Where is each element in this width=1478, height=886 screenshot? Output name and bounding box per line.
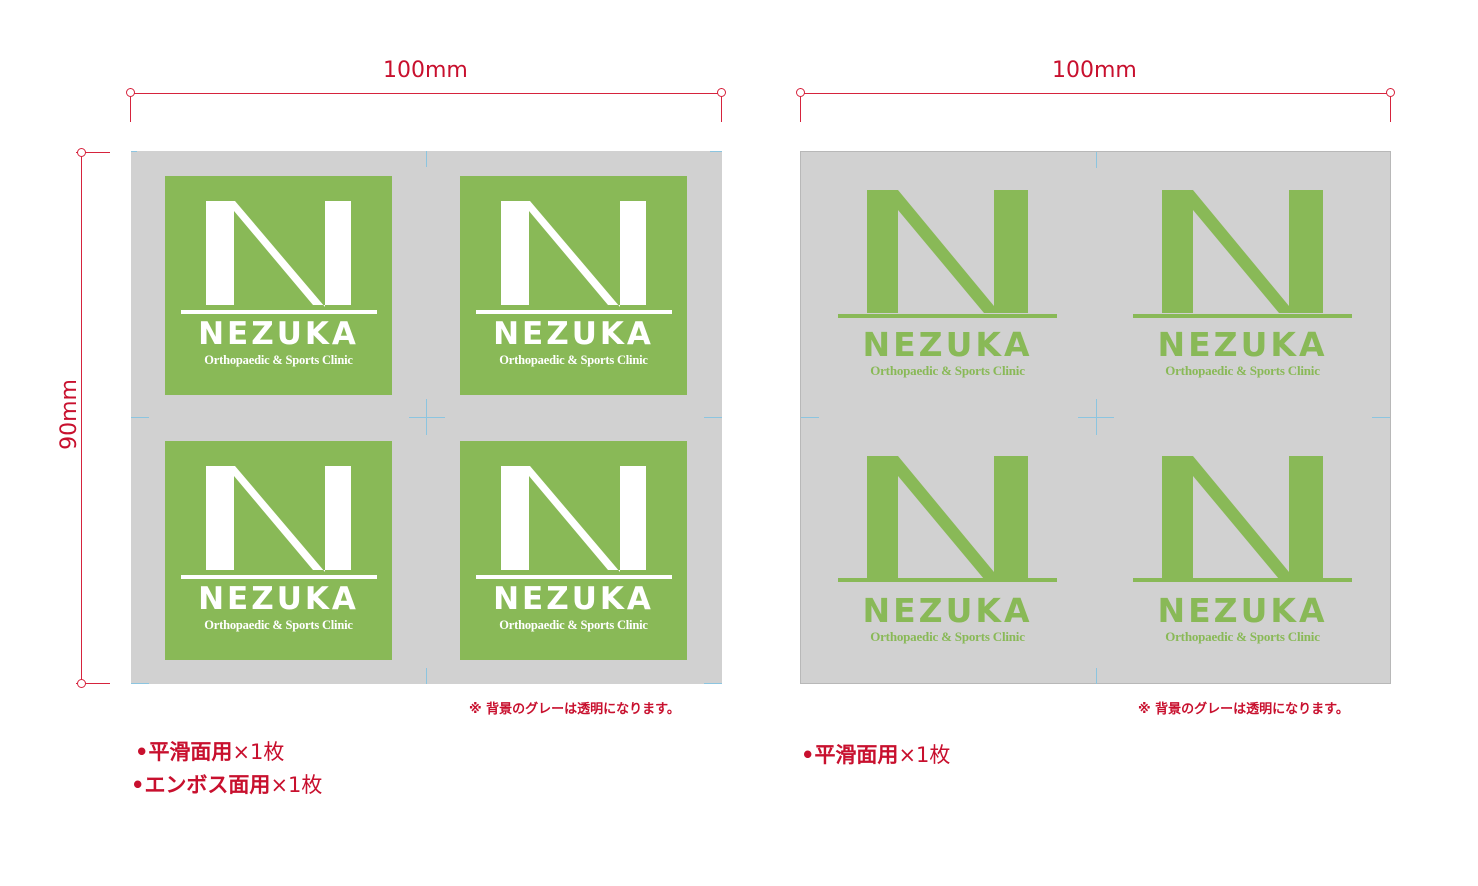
crop-mark [131, 151, 137, 152]
transparency-note: ※ 背景のグレーは透明になります。 [1138, 702, 1349, 717]
center-crop-mark [1096, 399, 1097, 435]
height-dimension-tick-bottom [76, 683, 110, 684]
crop-mark [426, 668, 427, 684]
crop-mark [801, 417, 819, 418]
dimension-endpoint-marker [796, 88, 805, 97]
width-dimension-label: 100mm [383, 58, 468, 83]
crop-mark [704, 683, 722, 684]
brand-subtitle: Orthopaedic & Sports Clinic [870, 629, 1025, 644]
center-crop-mark [426, 399, 427, 435]
height-dimension-tick-top [76, 152, 110, 153]
height-dimension-label: 90mm [56, 379, 82, 450]
width-dimension-line [800, 93, 1391, 94]
n-monogram-icon [838, 190, 1057, 318]
logo-sticker-plain: NEZUKA Orthopaedic & Sports Clinic [834, 166, 1061, 385]
n-monogram-icon [1133, 456, 1352, 582]
brand-subtitle: Orthopaedic & Sports Clinic [870, 363, 1025, 378]
brand-name: NEZUKA [493, 581, 654, 617]
crop-mark [1096, 152, 1097, 168]
logo-sticker-filled: NEZUKA Orthopaedic & Sports Clinic [165, 176, 392, 395]
n-monogram-icon [1133, 190, 1352, 318]
width-dimension-tick-right [721, 88, 722, 122]
logo-sticker-filled: NEZUKA Orthopaedic & Sports Clinic [460, 441, 687, 660]
brand-subtitle: Orthopaedic & Sports Clinic [1165, 363, 1320, 378]
spec-name: エンボス面用 [144, 773, 271, 797]
brand-subtitle: Orthopaedic & Sports Clinic [499, 618, 648, 632]
brand-name: NEZUKA [1157, 591, 1328, 630]
logo-sticker-plain: NEZUKA Orthopaedic & Sports Clinic [834, 432, 1061, 651]
n-monogram-icon [476, 201, 672, 314]
spec-quantity: ×1枚 [232, 740, 285, 764]
brand-subtitle: Orthopaedic & Sports Clinic [204, 618, 353, 632]
crop-mark [131, 417, 149, 418]
brand-name: NEZUKA [198, 316, 359, 352]
dimension-endpoint-marker [126, 88, 135, 97]
brand-name: NEZUKA [1157, 325, 1328, 364]
brand-subtitle: Orthopaedic & Sports Clinic [499, 353, 648, 367]
logo-sticker-plain: NEZUKA Orthopaedic & Sports Clinic [1129, 166, 1356, 385]
spec-quantity: ×1枚 [898, 743, 951, 767]
spec-name: 平滑面用 [814, 743, 899, 767]
crop-mark [426, 151, 427, 167]
width-dimension-line [130, 93, 722, 94]
brand-subtitle: Orthopaedic & Sports Clinic [204, 353, 353, 367]
dimension-endpoint-marker [1386, 88, 1395, 97]
crop-mark [131, 683, 149, 684]
width-dimension-tick-right [1390, 88, 1391, 122]
spec-line: •平滑面用×1枚 [135, 740, 285, 764]
spec-line: •エンボス面用×1枚 [131, 773, 323, 797]
n-monogram-icon [838, 456, 1057, 582]
width-dimension-label: 100mm [1052, 58, 1137, 83]
brand-name: NEZUKA [862, 591, 1033, 630]
n-monogram-icon [181, 201, 377, 314]
width-dimension-tick-left [130, 88, 131, 122]
dimension-endpoint-marker [77, 148, 86, 157]
width-dimension-tick-left [800, 88, 801, 122]
brand-name: NEZUKA [198, 581, 359, 617]
spec-line: •平滑面用×1枚 [801, 743, 951, 767]
dimension-endpoint-marker [77, 679, 86, 688]
crop-mark [1372, 417, 1390, 418]
dimension-endpoint-marker [717, 88, 726, 97]
n-monogram-icon [476, 466, 672, 579]
crop-mark [710, 151, 722, 152]
crop-mark [704, 417, 722, 418]
logo-sticker-plain: NEZUKA Orthopaedic & Sports Clinic [1129, 432, 1356, 651]
brand-name: NEZUKA [862, 325, 1033, 364]
n-monogram-icon [181, 466, 377, 579]
transparency-note: ※ 背景のグレーは透明になります。 [469, 702, 680, 717]
logo-sticker-filled: NEZUKA Orthopaedic & Sports Clinic [460, 176, 687, 395]
logo-sticker-filled: NEZUKA Orthopaedic & Sports Clinic [165, 441, 392, 660]
spec-name: 平滑面用 [148, 740, 233, 764]
crop-mark [1096, 668, 1097, 684]
spec-quantity: ×1枚 [270, 773, 323, 797]
brand-subtitle: Orthopaedic & Sports Clinic [1165, 629, 1320, 644]
center-crop-mark [409, 417, 445, 418]
brand-name: NEZUKA [493, 316, 654, 352]
height-dimension-line [81, 152, 82, 684]
